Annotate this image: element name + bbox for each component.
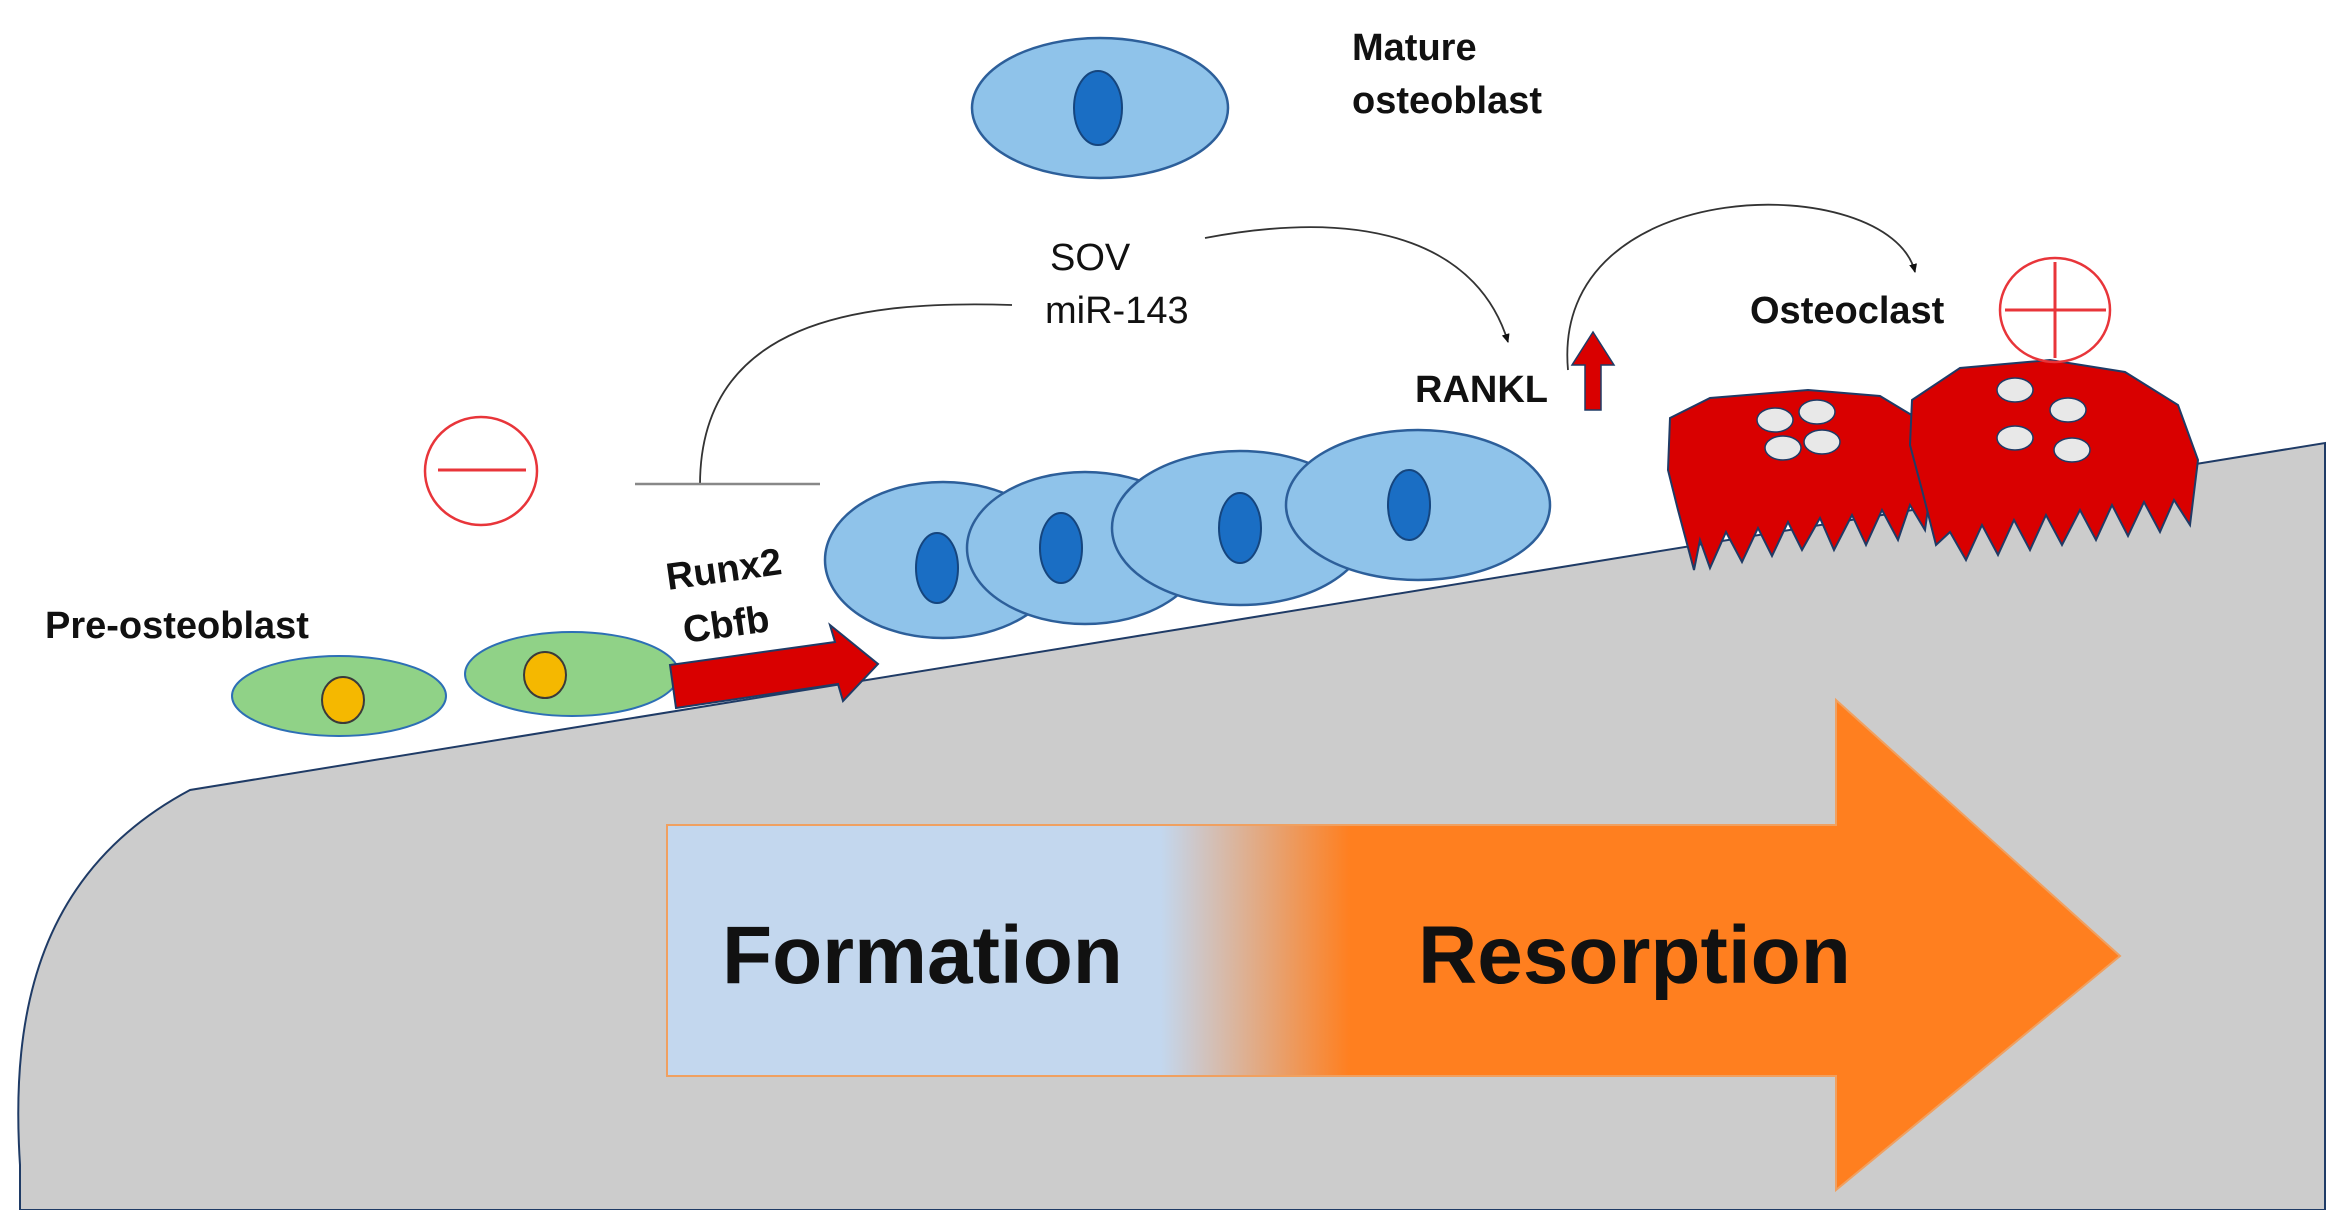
pre-osteoblast-nucleus	[321, 676, 365, 724]
osteoclast-vacuole	[1798, 399, 1836, 425]
pre-osteoblast-cell	[464, 631, 680, 717]
sov-to-rankl-arrow	[1204, 226, 1510, 343]
inhibition-minus-icon	[423, 415, 539, 527]
osteoclast-vacuole	[1996, 377, 2034, 403]
osteoblast-nucleus	[1039, 512, 1083, 584]
mir143-label: miR-143	[1045, 290, 1189, 332]
pre-osteoblast-cells	[231, 631, 680, 737]
mature-osteoblast-label: Mature	[1352, 27, 1477, 69]
mature-osteoblast-label: osteoblast	[1352, 80, 1542, 122]
inhibition-connector	[699, 303, 1013, 486]
osteoclast-cells	[1666, 358, 2200, 571]
osteoclast-vacuole	[2053, 437, 2091, 463]
osteoblast-nucleus	[1218, 492, 1262, 564]
osteoclast-vacuole	[2049, 397, 2087, 423]
osteoclast-cell	[1908, 358, 2200, 563]
mature-osteoblast-nucleus	[1073, 70, 1123, 146]
osteoblast-nucleus	[1387, 469, 1431, 541]
osteoclast-vacuole	[1803, 429, 1841, 455]
activation-plus-icon	[1998, 256, 2112, 364]
rankl-label: RANKL	[1415, 369, 1548, 411]
pre-osteoblast-label: Pre-osteoblast	[45, 605, 309, 647]
cbfb-label: Cbfb	[680, 598, 772, 652]
osteoblast-cluster	[823, 428, 1552, 640]
sov-label: SOV	[1050, 237, 1131, 279]
formation-label: Formation	[722, 910, 1123, 1001]
rankl-up-arrow-icon	[1570, 330, 1616, 411]
runx2-label: Runx2	[663, 541, 784, 599]
rankl-to-osteoclast-arrow	[1566, 203, 1917, 371]
osteoclast-vacuole	[1996, 425, 2034, 451]
osteoblast-nucleus	[915, 532, 959, 604]
process-arrow	[666, 697, 2122, 1193]
differentiation-arrow	[668, 622, 880, 710]
osteoclast-vacuole	[1764, 435, 1802, 461]
pre-osteoblast-nucleus	[523, 651, 567, 699]
osteoclast-vacuole	[1756, 407, 1794, 433]
osteoclast-label: Osteoclast	[1750, 290, 1945, 332]
resorption-label: Resorption	[1418, 910, 1851, 1001]
